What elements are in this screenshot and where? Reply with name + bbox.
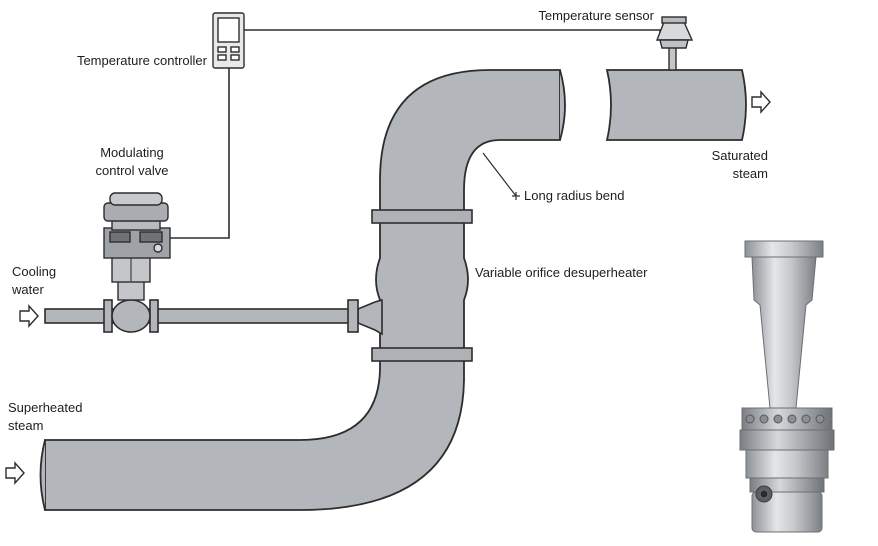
superheated-steam-label-line1: Superheated [8, 400, 83, 415]
temperature-sensor-label: Temperature sensor [538, 8, 654, 23]
cooling-water-arrow-icon [19, 304, 39, 328]
cooling-water-pipe [44, 298, 383, 336]
long-radius-bend-label: Long radius bend [524, 188, 625, 203]
cooling-pipe-run [44, 308, 351, 324]
saturated-steam-label-line1: Saturated [711, 148, 768, 163]
saturated-arrow-icon [751, 90, 771, 114]
photo-body-taper [751, 256, 817, 409]
upper-flange [371, 209, 473, 224]
flow-arrows [5, 90, 771, 485]
bend-callout [482, 152, 520, 200]
temperature-sensor [655, 16, 694, 71]
desuperheater-photo [739, 240, 835, 533]
desuperheater-label: Variable orifice desuperheater [475, 265, 648, 280]
bend-pipe-end [559, 69, 566, 141]
flanges [371, 209, 473, 362]
sensor-signal-line [244, 29, 661, 36]
valve-body [111, 299, 151, 333]
valve-signal-line [168, 68, 230, 239]
cooling-water-label-line2: water [12, 282, 44, 297]
valve-bonnet [117, 279, 145, 301]
photo-top-flange [744, 240, 824, 258]
saturated-steam-label-line2: steam [732, 166, 768, 181]
modulating-valve-label-line1: Modulating [100, 145, 164, 160]
controller-display [217, 17, 240, 43]
desuperheater-body [375, 221, 469, 356]
superheated-pipe-end [39, 439, 46, 511]
cooling-pipe-flange [347, 299, 359, 333]
lower-flange [371, 347, 473, 362]
cooling-water-label-line1: Cooling [12, 264, 57, 279]
valve-flange-left [103, 299, 113, 333]
sensor-head [655, 21, 694, 41]
control-valve [103, 192, 171, 301]
superheated-steam-label-line2: steam [8, 418, 44, 433]
superheated-pipe-bend [44, 359, 465, 511]
temperature-controller [212, 12, 245, 69]
modulating-valve-label-line2: control valve [95, 163, 169, 178]
temperature-controller-label: Temperature controller [76, 53, 207, 68]
sensor-stem [668, 44, 677, 71]
main-pipe [39, 69, 747, 511]
injection-nozzle [357, 298, 383, 336]
photo-inlet-housing [751, 491, 823, 533]
long-radius-bend [379, 69, 561, 223]
saturated-pipe [605, 69, 747, 141]
superheated-arrow-icon [5, 461, 25, 485]
valve-flange-right [149, 299, 159, 333]
